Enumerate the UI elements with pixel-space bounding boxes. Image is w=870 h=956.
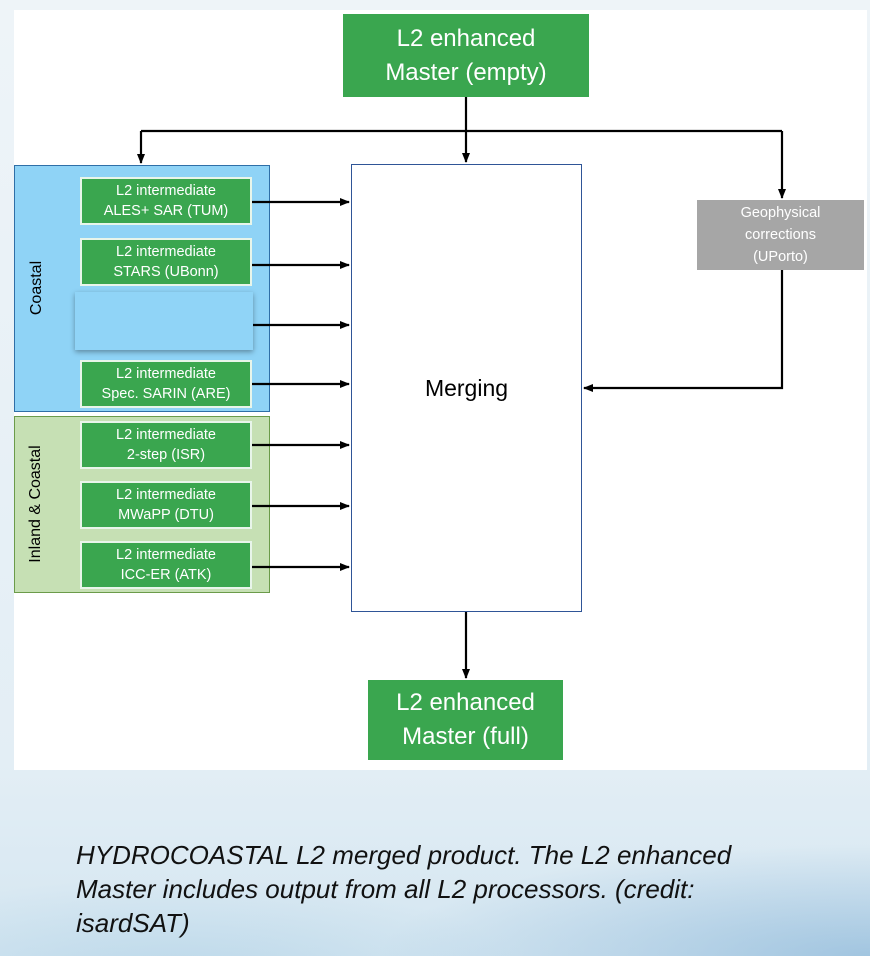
inland-coastal-label: Inland & Coastal (27, 445, 44, 563)
l2-enhanced-master-full-box: L2 enhanced Master (full) (368, 680, 563, 760)
processor-stars: L2 intermediate STARS (UBonn) (80, 238, 252, 286)
bottom-box-line1: L2 enhanced (396, 689, 535, 716)
background-swoosh (0, 760, 870, 956)
processor-icc-er: L2 intermediate ICC-ER (ATK) (80, 541, 252, 589)
geophysical-corrections-box: Geophysical corrections (UPorto) (697, 200, 864, 270)
processor-mwapp: L2 intermediate MWaPP (DTU) (80, 481, 252, 529)
coastal-label: Coastal (28, 260, 45, 316)
top-box-line1: L2 enhanced (396, 24, 536, 52)
processor-spec-sarin: L2 intermediate Spec. SARIN (ARE) (80, 360, 252, 408)
l2-enhanced-master-empty-box: L2 enhanced Master (empty) (343, 14, 589, 97)
figure-caption: HYDROCOASTAL L2 merged product. The L2 e… (76, 840, 732, 938)
processor-2-step: L2 intermediate 2-step (ISR) (80, 421, 252, 469)
bottom-box-line2: Master (full) (402, 723, 529, 750)
merging-box: Merging (351, 164, 582, 612)
top-box-line2: Master (empty) (385, 58, 547, 86)
blank-processor-box (75, 292, 253, 350)
processor-ales-sar: L2 intermediate ALES+ SAR (TUM) (80, 177, 252, 225)
merging-label: Merging (424, 374, 509, 401)
